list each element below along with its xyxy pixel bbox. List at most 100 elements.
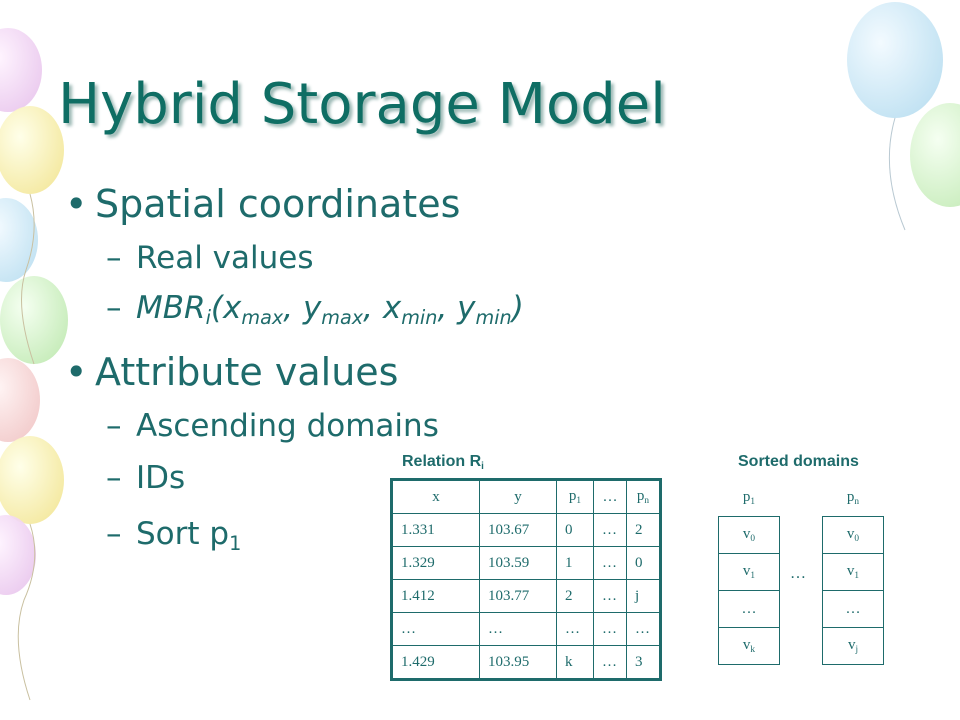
bullet-text: Ascending domains: [136, 408, 439, 444]
bullet-ascending-domains: – Ascending domains: [106, 408, 439, 444]
table-cell: k: [556, 645, 594, 680]
table-cell: …: [593, 612, 627, 646]
domain-value: v: [846, 526, 855, 543]
bullet-dash: –: [106, 290, 122, 326]
domain-ellipsis: …: [790, 565, 806, 582]
bullet-real-values: – Real values: [106, 240, 314, 276]
domain-header-sub: n: [854, 496, 860, 507]
table-cell: 1.412: [391, 579, 480, 613]
mbr-paren-open: (: [210, 290, 224, 326]
domain-header-row: pn: [823, 480, 884, 517]
table-row: 1.429 103.95 k … 3: [391, 645, 661, 680]
domain-cell: vj: [822, 627, 884, 665]
table-cell: 3: [626, 645, 661, 680]
mbr-sub-min: min: [475, 305, 512, 329]
sorted-domain-pn: pn v0 v1 … vj: [822, 480, 884, 665]
domain-value: v: [846, 563, 855, 580]
table-cell: …: [556, 612, 594, 646]
header-p1-sub: 1: [576, 495, 582, 506]
mbr-x: x: [382, 290, 402, 326]
mbr-label: MBR: [136, 290, 206, 326]
table-cell: 103.95: [479, 645, 557, 680]
table-cell: …: [593, 513, 627, 547]
sorted-domain-p1: p1 v0 v1 … vk: [718, 480, 780, 665]
domain-value: v: [742, 526, 751, 543]
bullet-dot: •: [65, 182, 88, 226]
relation-table: x y p1 … pn 1.331 103.67 0 … 2 1.329 103…: [390, 478, 662, 681]
table-cell: j: [626, 579, 661, 613]
mbr-comma: ,: [363, 290, 383, 326]
domain-header: p1: [719, 480, 780, 517]
domain-value-sub: k: [750, 644, 756, 655]
table-cell: …: [593, 645, 627, 680]
header-cell: p1: [556, 479, 594, 514]
bullet-text: Real values: [136, 240, 314, 276]
domain-header-sub: 1: [750, 496, 756, 507]
bullet-ids: – IDs: [106, 460, 186, 496]
bullet-sort-p1: – Sort p1: [106, 516, 241, 555]
domain-header-text: p: [742, 489, 751, 506]
domain-row: v1: [718, 553, 780, 591]
table-cell: 2: [556, 579, 594, 613]
domain-value-sub: j: [855, 644, 859, 655]
domain-cell: …: [718, 590, 780, 628]
domain-header-row: p1: [719, 480, 780, 517]
domain-row: v1: [822, 553, 884, 591]
table-cell: 2: [626, 513, 661, 547]
bullet-dot: •: [65, 350, 88, 394]
domain-header-text: p: [846, 489, 855, 506]
domain-cell: v0: [718, 516, 780, 554]
domain-row: …: [822, 590, 884, 628]
domain-value-sub: 0: [750, 533, 756, 544]
table-header-row: x y p1 … pn: [391, 479, 661, 514]
domain-value-sub: 1: [750, 570, 756, 581]
bullet-spatial-coordinates: • Spatial coordinates: [65, 182, 461, 226]
domain-cell: vk: [718, 627, 780, 665]
bullet-mbr: – MBRi(xmax, ymax, xmin, ymin): [106, 290, 524, 329]
domain-value-sub: 1: [854, 570, 860, 581]
header-cell: …: [593, 479, 627, 514]
domain-row: vk: [718, 627, 780, 665]
domain-row: vj: [822, 627, 884, 665]
header-cell: pn: [626, 479, 661, 514]
domain-value: …: [741, 600, 757, 617]
domain-cell: v1: [822, 553, 884, 591]
domain-cell: v1: [718, 553, 780, 591]
table-cell: 103.77: [479, 579, 557, 613]
bullet-text: Spatial coordinates: [95, 182, 461, 226]
table-cell: 1.329: [391, 546, 480, 580]
mbr-paren-close: ): [511, 290, 524, 326]
domain-row: v0: [718, 516, 780, 554]
table-cell: 1.331: [391, 513, 480, 547]
table-cell: 1: [556, 546, 594, 580]
relation-caption: Relation Ri: [402, 453, 484, 472]
header-p1: p1: [568, 488, 582, 506]
relation-caption-sub: i: [481, 460, 484, 472]
bullet-text: IDs: [136, 460, 186, 496]
sorted-caption: Sorted domains: [738, 453, 859, 470]
header-cell: x: [391, 479, 480, 514]
table-cell: 0: [556, 513, 594, 547]
domain-cell: v0: [822, 516, 884, 554]
mbr-sub-max: max: [321, 305, 364, 329]
mbr-comma: ,: [283, 290, 303, 326]
mbr-y: y: [457, 290, 476, 326]
domain-value: …: [845, 600, 861, 617]
domain-cell: …: [822, 590, 884, 628]
domain-header: pn: [823, 480, 884, 517]
bullet-dash: –: [106, 240, 122, 276]
domain-row: v0: [822, 516, 884, 554]
sort-label: Sort p: [136, 516, 230, 552]
table-cell: …: [626, 612, 661, 646]
table-cell: …: [391, 612, 480, 646]
bullet-dash: –: [106, 516, 122, 552]
table-cell: …: [593, 579, 627, 613]
domain-value: v: [742, 637, 751, 654]
domain-value-sub: 0: [854, 533, 860, 544]
table-cell: 1.429: [391, 645, 480, 680]
domain-row: …: [718, 590, 780, 628]
header-pn-sub: n: [644, 495, 650, 506]
header-cell: y: [479, 479, 557, 514]
